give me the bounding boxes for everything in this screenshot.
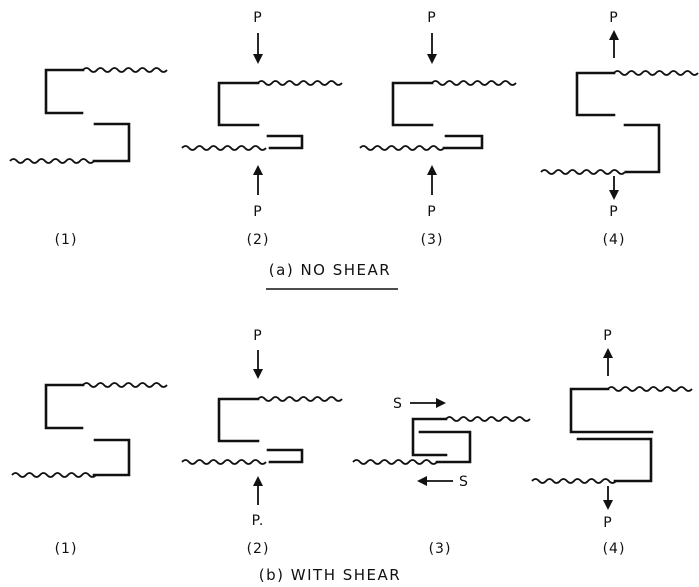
caption-no-shear: (a) NO SHEAR	[269, 261, 391, 279]
load-p-label-top: P	[253, 328, 262, 344]
panel-number: (1)	[55, 232, 78, 248]
row-with-shear: (1) P P. (2) S	[11, 328, 693, 584]
load-p-label-bottom: P	[603, 515, 612, 531]
panel-number: (1)	[55, 541, 78, 557]
panel-number: (4)	[603, 232, 626, 248]
s-joint-shape	[352, 416, 531, 465]
load-p-label-top: P	[603, 328, 612, 344]
s-joint-shape	[531, 386, 693, 484]
s-joint-shape	[359, 80, 517, 151]
upward-arrow	[603, 348, 613, 376]
upward-arrow	[253, 476, 263, 505]
load-p-label-top: P	[427, 10, 436, 26]
panel-a1: (1)	[9, 67, 168, 248]
load-p-label-bottom: P.	[252, 513, 265, 529]
upward-arrow	[253, 165, 263, 195]
leftward-arrow	[417, 476, 453, 486]
s-joint-shape	[9, 67, 168, 164]
downward-arrow	[253, 350, 263, 379]
panel-number: (2)	[247, 232, 270, 248]
panel-a3: P P (3)	[359, 10, 517, 248]
load-p-label-top: P	[609, 10, 618, 26]
load-p-label-bottom: P	[609, 204, 618, 220]
downward-arrow	[427, 33, 437, 64]
downward-arrow	[253, 33, 263, 64]
s-joint-shape	[11, 382, 168, 478]
s-joint-shape	[181, 396, 343, 465]
panel-number: (2)	[247, 541, 270, 557]
panel-b4: P P (4)	[531, 328, 693, 557]
downward-arrow	[603, 486, 613, 510]
panel-b3: S S (3)	[352, 396, 531, 557]
s-joint-shape	[181, 80, 343, 151]
row-no-shear: (1) P P (2) P	[9, 10, 699, 290]
load-p-label-top: P	[253, 10, 262, 26]
panel-a2: P P (2)	[181, 10, 343, 248]
downward-arrow	[609, 176, 619, 200]
panel-b1: (1)	[11, 382, 168, 557]
panel-b2: P P. (2)	[181, 328, 343, 557]
load-p-label-bottom: P	[253, 204, 262, 220]
panel-number: (3)	[429, 541, 452, 557]
rightward-arrow	[410, 398, 446, 408]
panel-number: (4)	[603, 541, 626, 557]
caption-with-shear: (b) WITH SHEAR	[259, 566, 401, 584]
upward-arrow	[427, 165, 437, 195]
shear-s-label-top: S	[393, 396, 403, 412]
s-joint-shape	[540, 70, 699, 175]
load-p-label-bottom: P	[427, 204, 436, 220]
shear-s-label-bottom: S	[459, 474, 469, 490]
panel-number: (3)	[421, 232, 444, 248]
upward-arrow	[609, 30, 619, 58]
panel-a4: P P (4)	[540, 10, 699, 248]
